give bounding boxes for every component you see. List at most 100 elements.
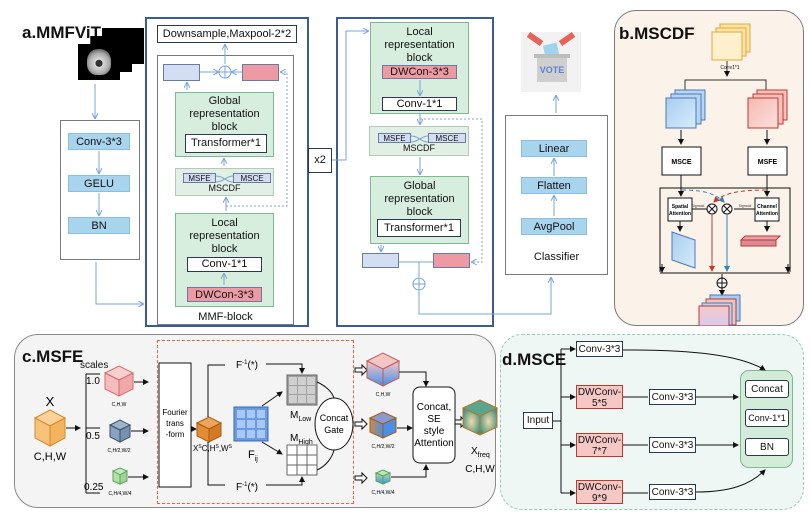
fusion-concat: Concat (745, 380, 789, 398)
svg-text:0.25: 0.25 (84, 482, 104, 493)
second-dwconv-box: DWCon-3*3 (382, 65, 457, 79)
conv1x1-label: Conv1*1 (720, 65, 739, 71)
high-mask-grid-icon (286, 444, 318, 476)
svg-text:Spatial: Spatial (672, 204, 689, 210)
second-mscdf-label: MSCDF (403, 143, 435, 153)
mscdf-label: MSCDF (208, 183, 241, 193)
msfe-feature-stack (747, 89, 788, 129)
svg-text:Sigmoid: Sigmoid (692, 204, 705, 208)
branch-3-dwconv: DWConv-9*9 (576, 480, 623, 504)
branch-1-conv: Conv-3*3 (649, 389, 696, 405)
output-cube-half (368, 411, 398, 439)
output-cube-quarter (374, 469, 392, 485)
svg-text:F-1(*): F-1(*) (236, 360, 258, 371)
dwconv-3x3-box: DWCon-3*3 (187, 287, 262, 302)
svg-text:Gate: Gate (324, 425, 344, 435)
svg-text:C,H/4,W/4: C,H/4,W/4 (371, 490, 394, 496)
classifier-avgpool: AvgPool (521, 218, 587, 235)
channel-attention-vector (739, 235, 782, 247)
second-local-feature-box (433, 253, 470, 268)
svg-text:Attention: Attention (756, 211, 778, 217)
svg-text:Concat: Concat (320, 413, 349, 423)
scales-label: scales (80, 360, 109, 371)
classifier-caption: Classifier (533, 251, 580, 263)
branch-2-dwconv: DWConv-7*7 (576, 433, 623, 457)
global-feature-box (163, 64, 200, 81)
second-transformer-box: Transformer*1 (377, 219, 461, 237)
svg-text:Channel: Channel (757, 204, 777, 210)
repeat-x2-box: x2 (308, 148, 332, 173)
mscdf-cross-icon (215, 175, 234, 183)
panel-c-diagram: X C,H,W 1.0 0.5 0.25 C,H,W C,H/2,W/2 C,H… (34, 352, 499, 497)
svg-text:C,H,W: C,H,W (376, 392, 391, 398)
panel-d-title: d.MSCE (502, 350, 567, 369)
svg-text:C,H/4,W/4: C,H/4,W/4 (108, 491, 131, 497)
svg-text:C,H,W: C,H,W (34, 451, 67, 463)
downsample-maxpool-box: Downsample,Maxpool-2*2 (157, 25, 297, 43)
svg-text:MSFE: MSFE (758, 159, 778, 166)
scale-1-cube-icon (103, 365, 135, 397)
svg-text:C,H/2,W/2: C,H/2,W/2 (371, 444, 394, 450)
svg-text:MSCE: MSCE (671, 159, 692, 166)
mscdf-msce-tag: MSCE (233, 173, 271, 183)
local-block-title: Local representation block (189, 217, 260, 255)
vote-box-label: VOTE (537, 58, 567, 82)
svg-text:C,H/2,W/2: C,H/2,W/2 (107, 448, 130, 454)
second-skip-dashed (420, 118, 483, 262)
fourier-transform-box (158, 362, 192, 488)
svg-text:0.5: 0.5 (86, 431, 100, 442)
vote-ballot-image: VOTE (521, 31, 581, 92)
panel-a-title: a.MMFViT (22, 23, 102, 42)
stem-gelu: GELU (68, 175, 130, 192)
svg-text:Fij: Fij (248, 449, 258, 463)
mmf-block-caption: MMF-block (198, 311, 253, 323)
panel-a-connectors (0, 0, 810, 315)
svg-text:MHigh: MHigh (290, 433, 313, 446)
panel-c-title: c.MSFE (22, 347, 84, 366)
second-to-classifier (418, 278, 551, 315)
svg-text:C,H,W: C,H,W (465, 464, 495, 475)
branch-1-dwconv: DWConv-5*5 (576, 385, 623, 409)
second-conv-1x1-box: Conv-1*1 (382, 97, 457, 111)
svg-text:Concat,: Concat, (417, 402, 451, 413)
svg-text:X: X (46, 394, 55, 409)
second-global-title: Global representation block (384, 180, 455, 218)
svg-text:Attention: Attention (414, 438, 453, 449)
low-mask-grid-icon (286, 374, 318, 406)
second-local-title: Local representation block (384, 26, 455, 64)
mmf-skip-dashed (226, 72, 288, 207)
local-feature-box (242, 64, 279, 81)
concat-gate-ellipse (314, 397, 354, 451)
svg-text:1.0: 1.0 (86, 376, 100, 387)
output-feature-stack (698, 294, 741, 326)
conv-1x1-box: Conv-1*1 (187, 257, 262, 272)
svg-text:Fourier: Fourier (162, 408, 188, 417)
svg-text:MLow: MLow (290, 410, 312, 423)
branch-2-conv: Conv-3*3 (649, 437, 696, 453)
svg-text:C,H,W: C,H,W (112, 402, 127, 408)
msce-feature-stack (665, 89, 706, 129)
svg-text:style: style (424, 426, 445, 437)
branch-3-conv: Conv-3*3 (649, 484, 696, 500)
svg-text:-form: -form (166, 430, 185, 439)
panel-b-title: b.MSCDF (619, 24, 695, 43)
branch-0-conv: Conv-3*3 (576, 341, 623, 357)
svg-text:Sigmoid: Sigmoid (739, 204, 752, 208)
svg-text:trans: trans (166, 419, 184, 428)
spectrum-cube-icon (195, 416, 223, 443)
stem-bn: BN (68, 217, 130, 234)
fusion-bn: BN (745, 438, 789, 456)
svg-text:Attention: Attention (669, 211, 691, 217)
stem-to-mmf-arrow (95, 262, 143, 304)
transformer-box: Transformer*1 (185, 134, 267, 153)
panel-b-diagram: Conv1*1 MSCE MSFE Spatial Attention Chan… (659, 23, 791, 326)
multiply-icon-left (706, 203, 718, 215)
msce-input-box: Input (523, 412, 553, 429)
xfreq-cube-icon (461, 399, 499, 436)
output-cube-full (365, 352, 401, 387)
second-global-feature-box (362, 253, 399, 268)
se-attention-box (412, 386, 456, 464)
fourier-dashed-region (157, 340, 354, 504)
global-block-title: Global representation block (189, 95, 260, 133)
svg-text:Xfreq: Xfreq (471, 446, 490, 459)
